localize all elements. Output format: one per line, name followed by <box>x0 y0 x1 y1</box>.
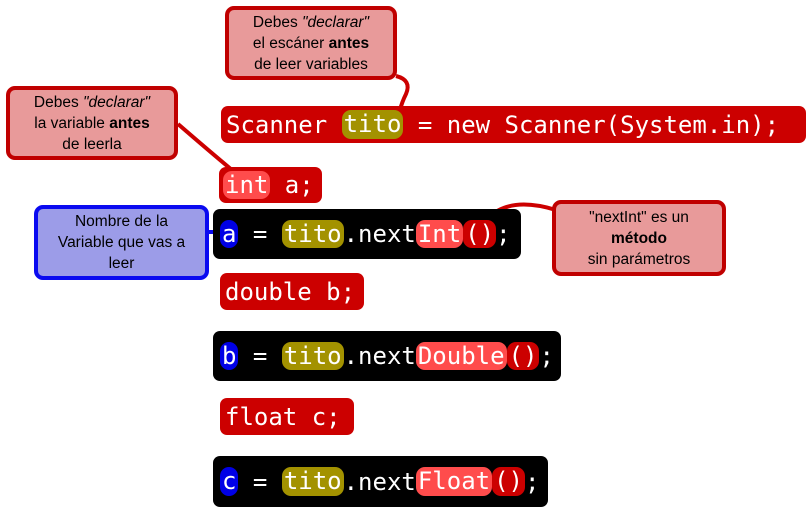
code-token-equals: = <box>238 220 282 248</box>
code-token-parens: () <box>506 341 540 371</box>
note-nextint-method: "nextInt" es un método sin parámetros <box>552 200 726 276</box>
connector-variable-note <box>176 122 234 172</box>
note-variable-name: Nombre de la Variable que vas a leer <box>34 205 209 280</box>
code-token-method: Int <box>415 219 464 249</box>
code-token-dot: .next <box>343 342 416 370</box>
code-token-semicolon: ; <box>539 342 554 370</box>
code-token-parens: () <box>492 467 526 496</box>
code-token-variable: c <box>220 467 239 496</box>
code-token-object: tito <box>281 467 344 496</box>
code-token-method: Float <box>415 467 493 496</box>
code-float-declaration: float c; <box>220 398 354 435</box>
code-token-equals: = <box>238 342 282 370</box>
code-int-declaration: int a; <box>219 167 322 203</box>
connector-scanner-note <box>395 74 410 111</box>
code-token-rest: a; <box>270 171 314 199</box>
code-token-object: tito <box>281 219 344 249</box>
code-token-object: tito <box>281 341 344 371</box>
code-token-semicolon: ; <box>525 467 540 496</box>
code-token-keyword: Scanner <box>226 110 342 139</box>
note-declare-variable: Debes "declarar" la variable antes de le… <box>6 86 178 160</box>
code-token-variable: b <box>220 341 239 371</box>
code-token-semicolon: ; <box>496 220 511 248</box>
code-scanner-declaration: Scanner tito = new Scanner(System.in); <box>221 106 806 143</box>
code-token-text: double b; <box>225 277 356 306</box>
code-token-method: Double <box>415 341 507 371</box>
code-token-type: int <box>223 170 271 200</box>
code-token-object: tito <box>341 110 404 139</box>
code-token-rest: = new Scanner(System.in); <box>403 110 780 139</box>
code-token-dot: .next <box>343 467 416 496</box>
code-token-parens: () <box>463 219 497 249</box>
code-double-declaration: double b; <box>220 273 364 310</box>
note-declare-scanner: Debes "declarar" el escáner antes de lee… <box>225 6 397 80</box>
code-token-dot: .next <box>343 220 416 248</box>
code-token-equals: = <box>238 467 282 496</box>
code-token-variable: a <box>220 219 239 249</box>
code-token-text: float c; <box>225 402 341 431</box>
